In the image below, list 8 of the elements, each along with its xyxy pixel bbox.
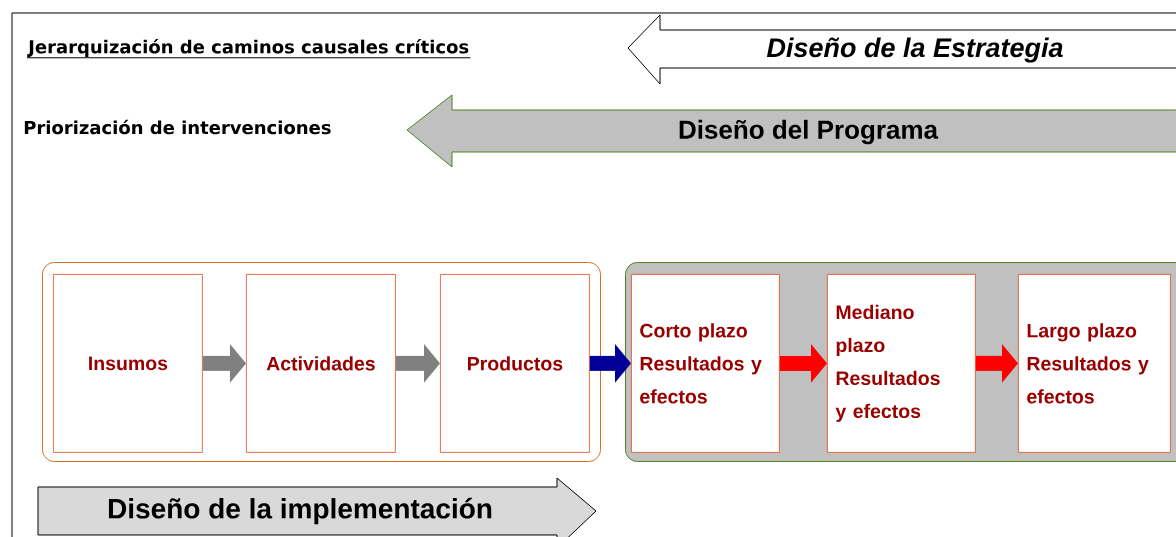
stage-box: Mediano plazo Resultados y efectos [827,274,976,453]
heading: Priorización de intervenciones [24,119,331,135]
underlined-heading: Jerarquización de caminos causales críticos [26,38,471,59]
stage-box: Largo plazo Resultados y efectos [1018,274,1171,453]
stage-box: Insumos [53,274,203,453]
stage-box: Corto plazo Resultados y efectos [631,274,780,453]
stage-box: Productos [440,274,590,453]
stage-box: Actividades [246,274,396,453]
